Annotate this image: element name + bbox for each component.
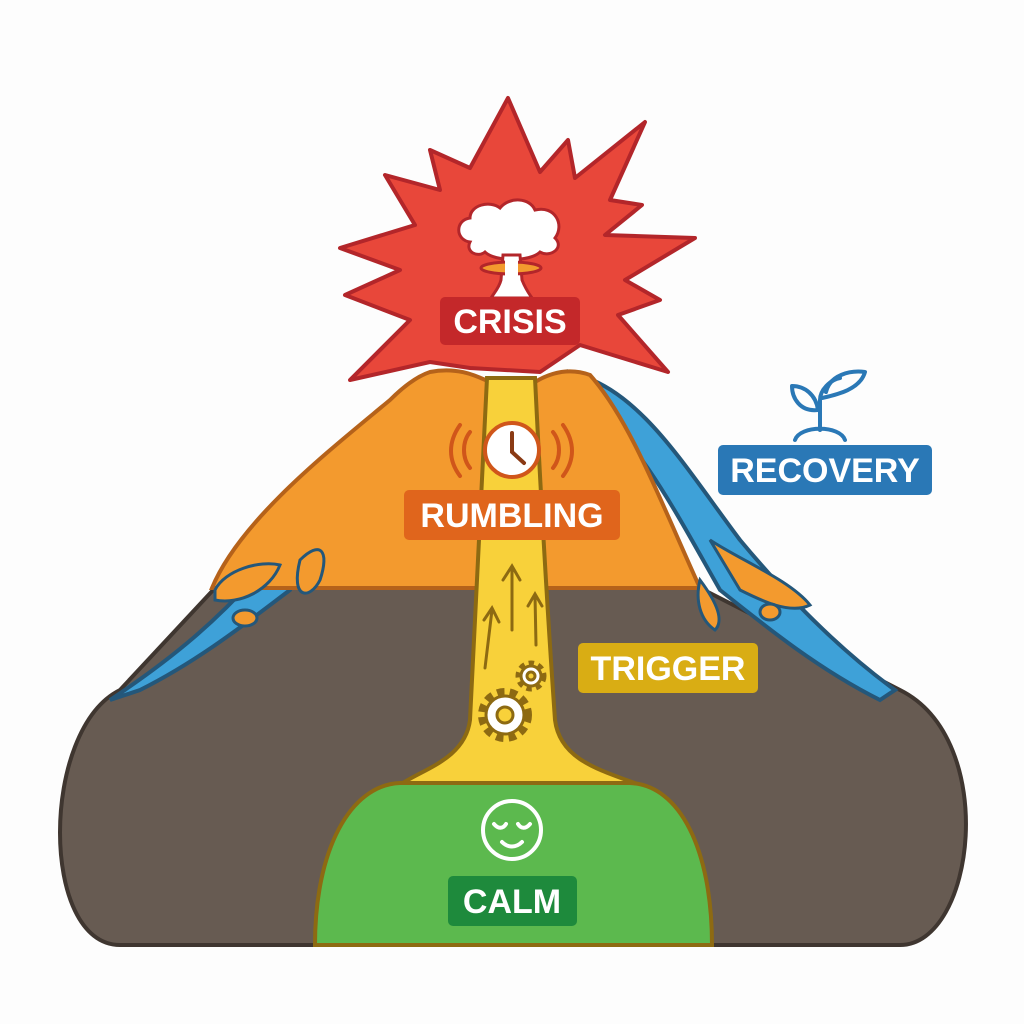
gears-icon [478,660,547,742]
trigger-label: TRIGGER [591,650,746,688]
recovery-label-box [718,445,932,495]
crisis-label-box [440,297,580,345]
crisis-label: CRISIS [453,303,566,341]
mushroom-cloud-icon [457,198,561,300]
rumbling-label: RUMBLING [420,497,603,535]
sprout-icon [790,369,867,442]
recovery-slope-right [566,369,899,703]
up-arrows-icon [482,563,544,670]
trigger-label-box [578,643,758,693]
calm-face-icon [481,799,543,861]
ringing-clock-icon [449,421,574,479]
calm-dome [312,781,715,947]
lava-drips [213,538,813,632]
calm-label-box [448,876,577,926]
rumbling-label-box [404,490,620,540]
recovery-label: RECOVERY [730,452,920,490]
calm-label: CALM [463,883,561,921]
